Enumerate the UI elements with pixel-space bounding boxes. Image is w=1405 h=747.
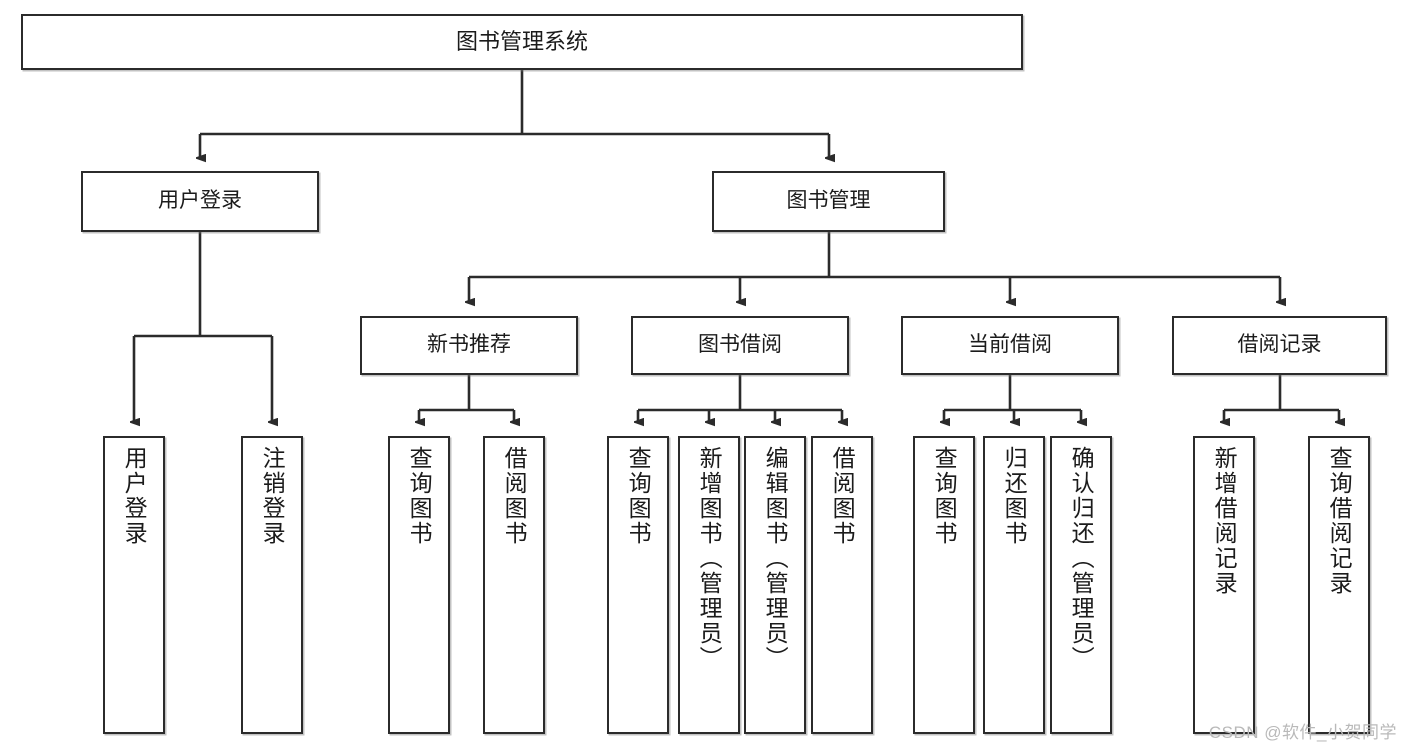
node-leaf-add-record[interactable]: 新增借阅记录 <box>1193 436 1255 734</box>
node-root-label: 图书管理系统 <box>455 29 588 55</box>
node-leaf-borrow-book-1[interactable]: 借阅图书 <box>483 436 545 734</box>
node-new-book-rec[interactable]: 新书推荐 <box>360 316 578 375</box>
node-leaf-return-book-label: 归还图书 <box>1001 446 1028 546</box>
node-leaf-edit-book-label: 编辑图书（管理员） <box>762 446 789 671</box>
watermark: CSDN @软件_小贺同学 <box>1208 723 1397 742</box>
node-current-borrow-label: 当前借阅 <box>968 333 1052 357</box>
node-leaf-query-book-3[interactable]: 查询图书 <box>913 436 975 734</box>
node-leaf-query-book-1-label: 查询图书 <box>406 446 433 546</box>
node-leaf-add-book-label: 新增图书（管理员） <box>696 446 723 671</box>
node-book-manage-label: 图书管理 <box>786 189 871 213</box>
node-leaf-confirm-return-label: 确认归还（管理员） <box>1068 446 1095 671</box>
node-leaf-logout-label: 注销登录 <box>259 446 286 546</box>
node-leaf-query-book-2[interactable]: 查询图书 <box>607 436 669 734</box>
node-book-borrow[interactable]: 图书借阅 <box>631 316 849 375</box>
node-leaf-query-book-3-label: 查询图书 <box>931 446 958 546</box>
node-leaf-confirm-return[interactable]: 确认归还（管理员） <box>1050 436 1112 734</box>
node-leaf-return-book[interactable]: 归还图书 <box>983 436 1045 734</box>
node-leaf-borrow-book-2-label: 借阅图书 <box>829 446 856 546</box>
node-leaf-query-book-1[interactable]: 查询图书 <box>388 436 450 734</box>
node-leaf-add-record-label: 新增借阅记录 <box>1211 446 1238 596</box>
node-book-manage[interactable]: 图书管理 <box>712 171 945 232</box>
node-leaf-query-record[interactable]: 查询借阅记录 <box>1308 436 1370 734</box>
node-root[interactable]: 图书管理系统 <box>21 14 1023 70</box>
node-new-book-rec-label: 新书推荐 <box>427 333 511 357</box>
node-current-borrow[interactable]: 当前借阅 <box>901 316 1119 375</box>
node-borrow-record[interactable]: 借阅记录 <box>1172 316 1387 375</box>
node-leaf-user-login-label: 用户登录 <box>121 446 148 546</box>
node-leaf-user-login[interactable]: 用户登录 <box>103 436 165 734</box>
node-leaf-borrow-book-2[interactable]: 借阅图书 <box>811 436 873 734</box>
node-user-login[interactable]: 用户登录 <box>81 171 319 232</box>
node-user-login-label: 用户登录 <box>158 189 242 213</box>
node-leaf-query-book-2-label: 查询图书 <box>625 446 652 546</box>
node-leaf-add-book[interactable]: 新增图书（管理员） <box>678 436 740 734</box>
node-leaf-edit-book[interactable]: 编辑图书（管理员） <box>744 436 806 734</box>
node-book-borrow-label: 图书借阅 <box>698 333 782 357</box>
node-leaf-borrow-book-1-label: 借阅图书 <box>501 446 528 546</box>
node-borrow-record-label: 借阅记录 <box>1237 333 1322 357</box>
node-leaf-query-record-label: 查询借阅记录 <box>1326 446 1353 596</box>
node-leaf-logout[interactable]: 注销登录 <box>241 436 303 734</box>
